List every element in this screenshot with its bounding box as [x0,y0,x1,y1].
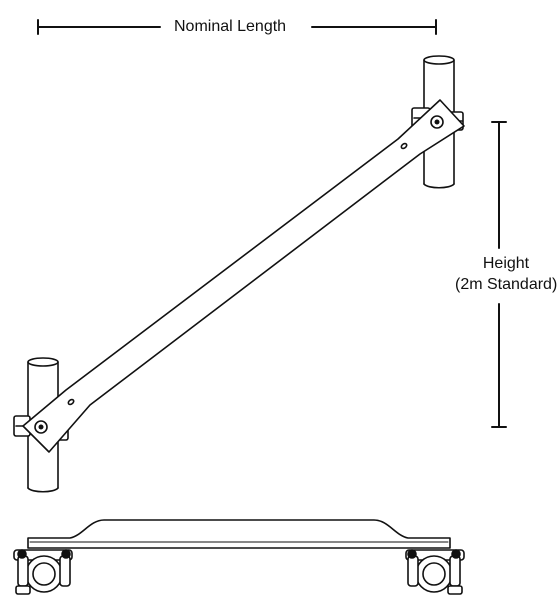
nominal-length-label: Nominal Length [166,16,295,37]
bolt-icon-bottom [34,420,48,434]
rivet-icon-bottom [67,398,75,406]
bolt-icon-top [430,115,444,129]
height-dimension [491,121,507,428]
swivel-coupler-side-right [405,549,465,595]
swivel-coupler-side-left [13,549,73,595]
nominal-length-dimension [37,19,437,35]
rivet-icon-top [400,142,408,150]
height-label: Height [482,255,530,272]
height-label-group: Height (2m Standard) [455,253,557,295]
brace-bar [22,99,465,453]
brace-side-view [27,519,451,549]
height-note-label: (2m Standard) [455,276,558,293]
